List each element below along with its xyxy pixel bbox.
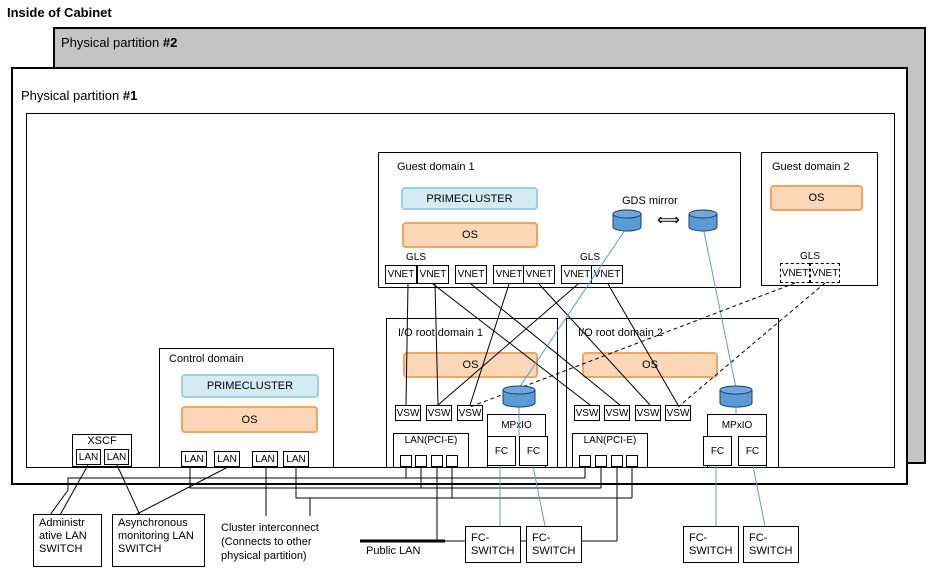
- io2-mpxio-label: MPxIO: [721, 420, 753, 431]
- io2-port-2: [595, 455, 607, 467]
- fc-switch-1-line-1: FC-: [471, 532, 490, 544]
- fc-switch-1-line-2: SWITCH: [471, 545, 515, 557]
- admin-lan-switch: Administr ative LAN SWITCH: [33, 514, 102, 567]
- guest2-os: OS: [770, 185, 863, 211]
- io1-vsw-1: VSW: [395, 405, 421, 421]
- control-lan-1: LAN: [181, 451, 207, 467]
- guest2-vnet-1: VNET: [780, 263, 810, 283]
- cluster-ic-line-1: Cluster interconnect: [221, 522, 319, 534]
- io2-vsw-4: VSW: [665, 405, 691, 421]
- guest1-vnet-5: VNET: [523, 265, 555, 284]
- guest1-gls-label-2: GLS: [580, 252, 601, 263]
- io1-fc-2: FC: [519, 436, 548, 466]
- xscf-lan-1: LAN: [76, 449, 101, 465]
- guest1-vnet-1: VNET: [385, 265, 417, 284]
- guest-domain-1-title: Guest domain 1: [397, 161, 475, 173]
- control-primecluster: PRIMECLUSTER: [181, 374, 319, 398]
- io1-port-3: [431, 455, 443, 467]
- guest2-vnet-2: VNET: [810, 263, 840, 283]
- io2-port-3: [611, 455, 623, 467]
- fc-switch-3: FC-SWITCH: [683, 526, 739, 563]
- io1-vsw-2: VSW: [426, 405, 452, 421]
- cabinet-title: Inside of Cabinet: [7, 5, 112, 20]
- admin-lan-line-1: Administr: [39, 517, 85, 529]
- io1-lan-pcie-label: LAN(PCI-E): [404, 435, 458, 446]
- io2-fc-1: FC: [703, 436, 732, 466]
- cluster-interconnect-label: Cluster interconnect (Connects to other …: [221, 521, 319, 563]
- io1-port-1: [400, 455, 412, 467]
- fc-switch-4-line-2: SWITCH: [749, 545, 793, 557]
- fc-switch-2-line-1: FC-: [532, 532, 551, 544]
- io2-title: I/O root domain 2: [578, 327, 663, 339]
- control-domain-title: Control domain: [169, 353, 244, 365]
- guest1-vnet-7: VNET: [591, 265, 623, 284]
- io1-fc-1: FC: [487, 436, 516, 466]
- xscf-title: XSCF: [87, 435, 117, 447]
- io1-port-4: [446, 455, 458, 467]
- guest2-gls-label: GLS: [800, 251, 821, 262]
- control-lan-3: LAN: [252, 451, 278, 467]
- gds-mirror-label: GDS mirror: [622, 195, 678, 207]
- disk-icon: [719, 385, 753, 408]
- mirror-arrow-icon: ⟺: [657, 212, 680, 229]
- control-os: OS: [181, 406, 318, 433]
- io2-vsw-1: VSW: [574, 405, 600, 421]
- io1-mpxio-label: MPxIO: [501, 420, 532, 431]
- async-lan-line-3: SWITCH: [118, 543, 162, 555]
- fc-switch-3-line-1: FC-: [689, 532, 708, 544]
- fc-switch-3-line-2: SWITCH: [689, 545, 733, 557]
- io1-port-2: [415, 455, 427, 467]
- admin-lan-line-3: SWITCH: [39, 543, 83, 555]
- fc-switch-4: FC-SWITCH: [743, 526, 799, 563]
- guest-domain-2-title: Guest domain 2: [772, 161, 850, 173]
- partition-2-label: Physical partition #2: [61, 35, 178, 50]
- fc-switch-4-line-1: FC-: [749, 532, 768, 544]
- io1-vsw-3: VSW: [457, 405, 483, 421]
- guest1-vnet-3: VNET: [455, 265, 487, 284]
- disk-icon: [612, 209, 642, 232]
- cluster-ic-line-2: (Connects to other: [221, 536, 312, 548]
- cluster-ic-line-3: physical partition): [221, 550, 307, 562]
- io2-lan-pcie-label: LAN(PCI-E): [583, 435, 637, 446]
- io2-fc-2: FC: [738, 436, 767, 466]
- public-lan-label: Public LAN: [366, 545, 421, 557]
- guest1-os: OS: [402, 222, 538, 248]
- io2-port-1: [579, 455, 591, 467]
- io1-title: I/O root domain 1: [398, 327, 483, 339]
- disk-icon: [502, 385, 536, 408]
- fc-switch-2-line-2: SWITCH: [532, 545, 576, 557]
- guest1-primecluster: PRIMECLUSTER: [401, 187, 538, 210]
- partition-1-label: Physical partition #1: [21, 88, 138, 103]
- guest1-gls-label: GLS: [406, 252, 427, 263]
- fc-switch-1: FC-SWITCH: [465, 526, 521, 563]
- guest1-vnet-2: VNET: [417, 265, 449, 284]
- fc-switch-2: FC-SWITCH: [526, 526, 582, 563]
- disk-icon: [688, 209, 718, 232]
- admin-lan-line-2: ative LAN: [39, 530, 87, 542]
- io2-port-4: [626, 455, 638, 467]
- guest-domain-1: [378, 152, 741, 288]
- io2-vsw-2: VSW: [604, 405, 630, 421]
- async-monitoring-lan-switch: Asynchronous monitoring LAN SWITCH: [112, 514, 205, 567]
- async-lan-line-1: Asynchronous: [118, 517, 188, 529]
- async-lan-line-2: monitoring LAN: [118, 530, 194, 542]
- io2-vsw-3: VSW: [635, 405, 661, 421]
- xscf-lan-2: LAN: [104, 449, 129, 465]
- control-lan-4: LAN: [283, 451, 309, 467]
- control-lan-2: LAN: [214, 451, 240, 467]
